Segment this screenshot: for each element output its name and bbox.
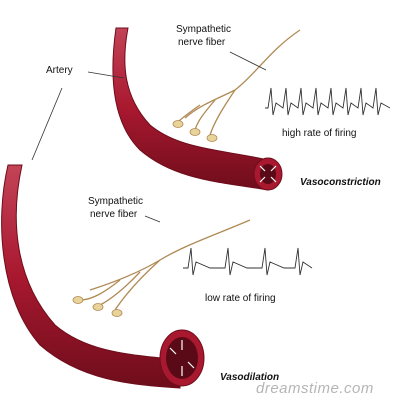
nerve-fiber-bottom-label-line1: Sympathetic bbox=[88, 196, 144, 207]
nerve-fiber-bottom bbox=[79, 219, 251, 311]
artery-constricted bbox=[112, 27, 283, 191]
artery-constricted-body bbox=[112, 27, 269, 191]
low-rate-label: low rate of firing bbox=[205, 293, 276, 304]
leader-nerve-bottom bbox=[144, 215, 161, 223]
leader-lines bbox=[31, 51, 267, 223]
vasoconstriction-label: Vasoconstriction bbox=[300, 177, 381, 188]
nerve-fiber-bottom-label-line2: nerve fiber bbox=[90, 209, 138, 220]
artery-dilated bbox=[1, 164, 205, 389]
vasodilation-label: Vasodilation bbox=[220, 372, 280, 383]
firing-trace-high bbox=[265, 87, 391, 116]
nerve-fiber-top bbox=[177, 29, 301, 136]
leader-artery-top bbox=[87, 71, 125, 79]
nerve-fiber-top-label-line1: Sympathetic bbox=[176, 24, 232, 35]
nerve-fiber-top-label-line2: nerve fiber bbox=[178, 37, 226, 48]
leader-nerve-top bbox=[229, 51, 267, 71]
high-rate-label: high rate of firing bbox=[282, 128, 357, 139]
artery-dilated-body bbox=[1, 164, 181, 389]
firing-trace-low bbox=[183, 247, 313, 276]
artery-dilated-lumen bbox=[166, 337, 198, 379]
nerve-endings-top bbox=[172, 120, 218, 142]
artery-constricted-lumen bbox=[260, 164, 276, 184]
artery-label: Artery bbox=[46, 65, 73, 76]
leader-artery-bottom bbox=[31, 87, 63, 161]
nerve-endings-bottom bbox=[72, 296, 123, 317]
dilation-arrows bbox=[169, 340, 195, 376]
watermark: dreamstime.com bbox=[256, 380, 374, 397]
constriction-arrows bbox=[259, 165, 277, 183]
